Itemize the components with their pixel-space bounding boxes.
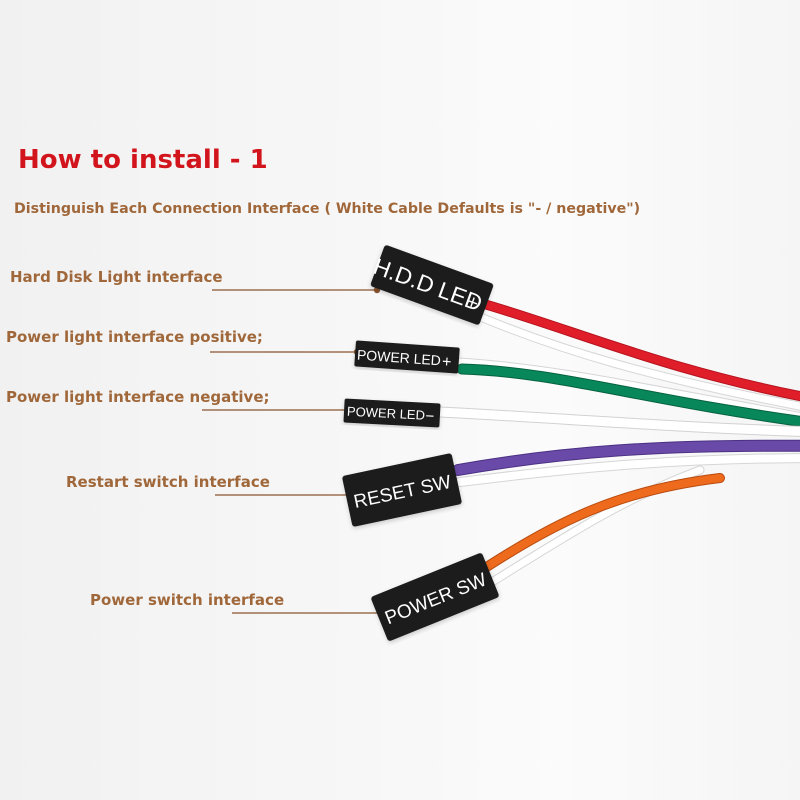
page-subtitle: Distinguish Each Connection Interface ( … <box>14 201 641 217</box>
page-title: How to install - 1 <box>18 145 268 175</box>
connector-power-led-positive-label: POWER LED <box>356 347 441 369</box>
connector-power-sw: POWER SW <box>371 553 499 641</box>
wires <box>434 299 800 587</box>
connector-hdd-led: H.D.D LED + <box>370 245 494 325</box>
label-restart-switch: Restart switch interface <box>66 473 270 491</box>
connector-power-led-negative-label: POWER LED <box>347 404 426 423</box>
label-power-light-negative: Power light interface negative; <box>6 388 270 406</box>
connector-power-led-negative-sign: − <box>425 408 435 425</box>
connector-reset-sw: RESET SW <box>342 453 462 527</box>
label-power-switch: Power switch interface <box>90 591 285 609</box>
label-hard-disk-light: Hard Disk Light interface <box>10 268 223 286</box>
label-power-light-positive: Power light interface positive; <box>6 328 263 346</box>
connector-power-led-negative: POWER LED − <box>343 398 441 428</box>
connector-power-led-positive-sign: + <box>441 353 452 371</box>
wire-orange-power-sw <box>480 473 725 573</box>
connector-power-led-positive: POWER LED + <box>354 340 460 374</box>
